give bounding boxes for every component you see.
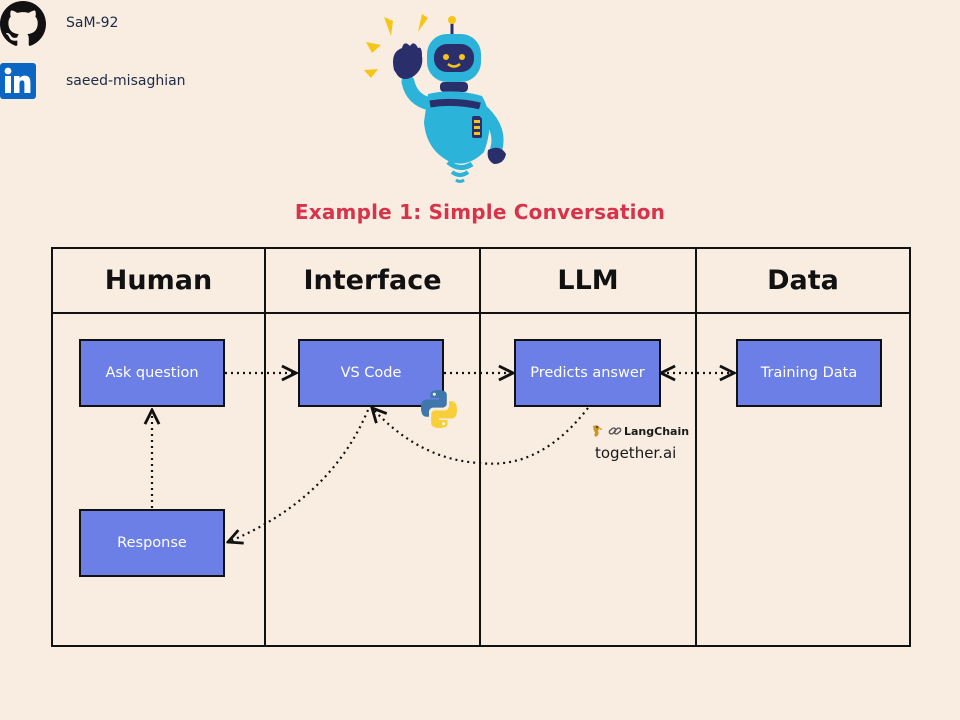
- together-ai-logo: together.ai: [595, 444, 677, 462]
- column-header-interface: Interface: [303, 265, 442, 296]
- linkedin-handle[interactable]: saeed-misaghian: [66, 73, 186, 89]
- robot-mascot-icon: [364, 14, 506, 183]
- node-response: Response: [79, 509, 225, 577]
- node-predicts-answer: Predicts answer: [514, 339, 661, 407]
- github-icon[interactable]: [0, 1, 46, 47]
- langchain-logo: LangChain: [590, 424, 689, 438]
- column-header-llm: LLM: [557, 265, 619, 296]
- python-icon: [421, 390, 457, 428]
- node-ask-question: Ask question: [79, 339, 225, 407]
- parrot-icon: [593, 425, 603, 437]
- chain-link-icon: [608, 427, 622, 435]
- diagram-title: Example 1: Simple Conversation: [294, 200, 666, 224]
- arrow-vscode-to-response: [228, 409, 370, 542]
- arrow-llm-to-vscode: [372, 408, 589, 465]
- node-vs-code: VS Code: [298, 339, 444, 407]
- github-handle[interactable]: SaM-92: [66, 15, 119, 31]
- column-header-data: Data: [767, 265, 839, 296]
- langchain-label: LangChain: [624, 424, 690, 438]
- linkedin-icon[interactable]: [0, 63, 36, 99]
- column-header-human: Human: [104, 265, 213, 296]
- node-training-data: Training Data: [736, 339, 882, 407]
